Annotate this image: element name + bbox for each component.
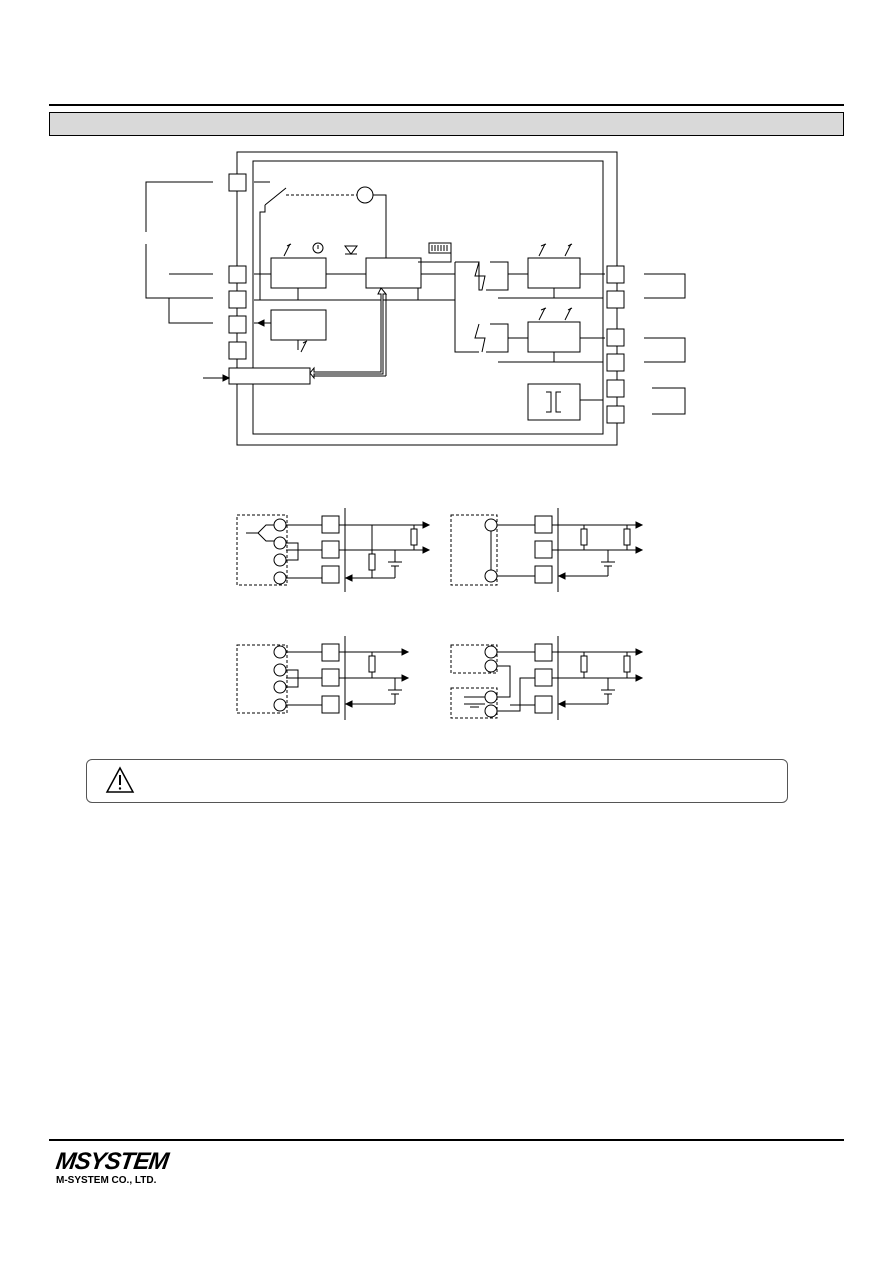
terminal-left-4: [228, 315, 247, 334]
terminal-left-2: [228, 265, 247, 284]
connection-diagram-4: [450, 636, 644, 720]
terminal-right-5: [606, 379, 625, 398]
top-rule: [49, 104, 844, 106]
terminal-left-1: [228, 173, 247, 192]
logo-mark: MSYSTEM: [54, 1148, 170, 1175]
terminal-left-5: [228, 341, 247, 360]
terminal-right-3: [606, 328, 625, 347]
company-name: M-SYSTEM CO., LTD.: [56, 1175, 157, 1186]
terminal-right-2: [606, 290, 625, 309]
section-title-bar: [49, 112, 844, 136]
connection-diagram-2: [450, 508, 644, 592]
connection-diagram-3: [236, 636, 410, 720]
connection-diagram-1: [236, 508, 431, 592]
company-logo: MSYSTEM M-SYSTEM CO., LTD.: [54, 1148, 196, 1190]
footer-rule: [49, 1139, 844, 1141]
terminal-right-4: [606, 353, 625, 372]
warning-triangle-icon: [105, 766, 135, 793]
terminal-right-6: [606, 405, 625, 424]
caution-box: [86, 759, 788, 803]
connector-block: [228, 367, 311, 385]
block-diagram-main: [144, 151, 686, 446]
terminal-right-1: [606, 265, 625, 284]
terminal-left-3: [228, 290, 247, 309]
